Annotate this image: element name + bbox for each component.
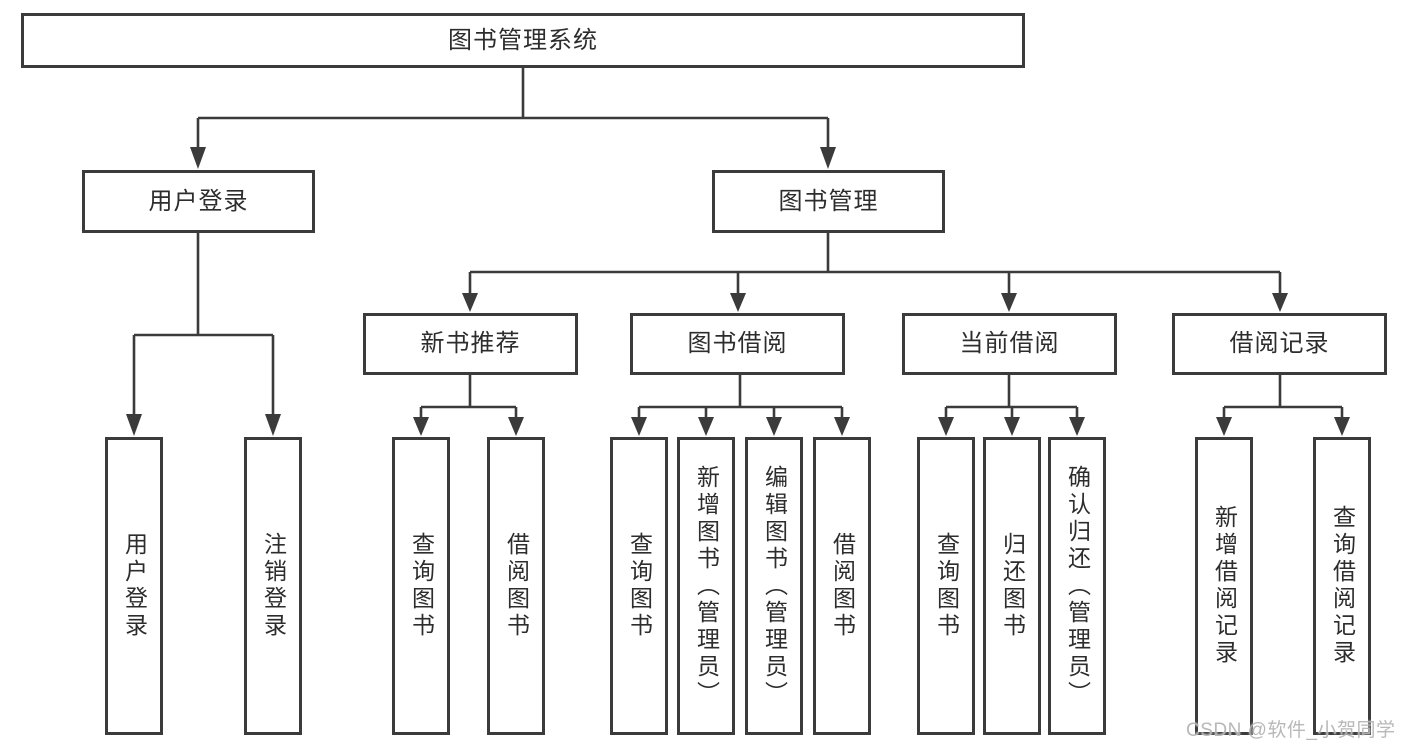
- node-leaf-borrow-books-2: 借阅图书: [813, 437, 871, 735]
- node-leaf-add-books-admin: 新增图书（管理员）: [677, 437, 735, 735]
- node-new-book-recommendation: 新书推荐: [363, 313, 578, 375]
- node-leaf-logout: 注销登录: [244, 437, 302, 735]
- node-leaf-query-borrow-record: 查询借阅记录: [1313, 437, 1371, 735]
- node-root-library-management-system: 图书管理系统: [21, 13, 1025, 68]
- node-leaf-borrow-books-1: 借阅图书: [487, 437, 545, 735]
- node-user-login: 用户登录: [82, 170, 315, 233]
- node-leaf-confirm-return-admin: 确认归还（管理员）: [1048, 437, 1106, 735]
- node-leaf-return-books: 归还图书: [983, 437, 1041, 735]
- node-book-management: 图书管理: [712, 170, 945, 233]
- node-leaf-query-books-3: 查询图书: [917, 437, 975, 735]
- node-leaf-edit-books-admin: 编辑图书（管理员）: [745, 437, 803, 735]
- node-book-borrowing: 图书借阅: [630, 313, 845, 375]
- node-current-borrowing: 当前借阅: [902, 313, 1117, 375]
- node-leaf-query-books-2: 查询图书: [610, 437, 668, 735]
- arrowheads: [126, 147, 1350, 436]
- node-leaf-add-borrow-record: 新增借阅记录: [1195, 437, 1253, 735]
- csdn-watermark: CSDN @软件_小贺同学: [1186, 720, 1396, 741]
- node-borrowing-records: 借阅记录: [1172, 313, 1387, 375]
- node-leaf-user-login: 用户登录: [105, 437, 163, 735]
- node-leaf-query-books-1: 查询图书: [392, 437, 450, 735]
